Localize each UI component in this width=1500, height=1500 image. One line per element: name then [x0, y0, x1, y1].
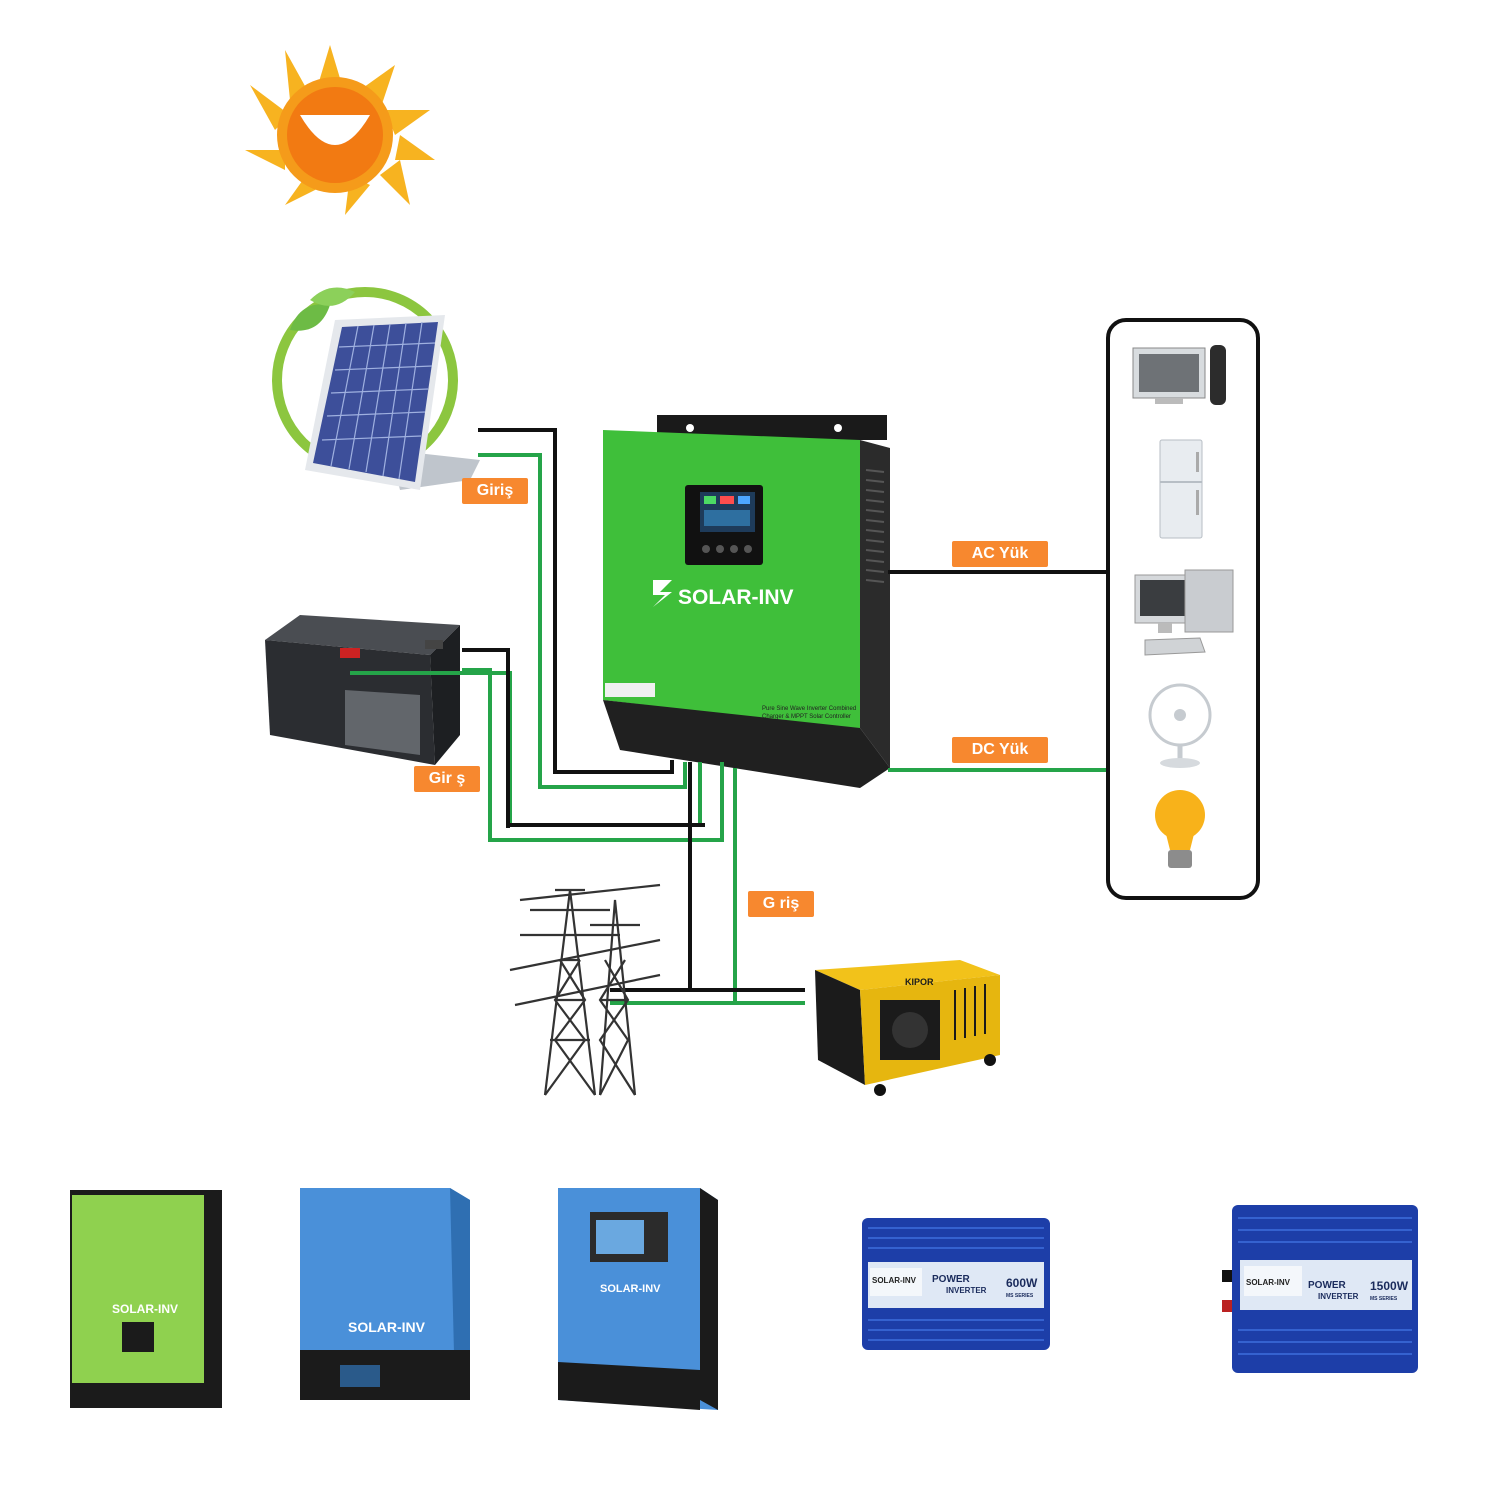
- wiring: [350, 428, 1108, 1005]
- grid-input-label: G riş: [748, 891, 814, 917]
- product-3-logo: SOLAR-INV: [600, 1283, 661, 1295]
- product-4-line1: POWER: [932, 1274, 971, 1285]
- product-4-logo: SOLAR-INV: [872, 1276, 917, 1285]
- fan-icon: [1148, 683, 1212, 768]
- product-blue-inverter-wide: SOLAR-INV: [300, 1188, 470, 1400]
- desktop-computer-icon: [1134, 569, 1234, 656]
- product-4-rating: 600W: [1006, 1276, 1038, 1290]
- battery-icon: [265, 615, 460, 765]
- sun-icon: [245, 45, 435, 215]
- power-pylon-icon: [509, 883, 661, 1096]
- product-5-series: MS SERIES: [1370, 1296, 1398, 1302]
- ac-load-label: AC Yük: [952, 541, 1048, 567]
- product-blue-inverter-lcd: SOLAR-INV: [558, 1188, 718, 1410]
- battery-input-label: Gir ş: [414, 766, 480, 792]
- product-5-logo: SOLAR-INV: [1246, 1278, 1291, 1287]
- product-5-line1: POWER: [1308, 1280, 1347, 1291]
- solar-input-label: Giriş: [462, 478, 528, 504]
- product-power-inverter-1500w: SOLAR-INV POWER INVERTER 1500W MS SERIES: [1222, 1205, 1418, 1373]
- main-inverter-logo: SOLAR-INV: [678, 586, 794, 609]
- light-bulb-icon: [1155, 790, 1205, 868]
- product-4-line2: INVERTER: [946, 1286, 987, 1295]
- product-green-hybrid-inverter: SOLAR-INV: [70, 1190, 222, 1408]
- generator-icon: KIPOR: [815, 960, 1000, 1096]
- product-4-series: MS SERIES: [1006, 1293, 1034, 1299]
- solar-panel-icon: [272, 287, 480, 490]
- product-5-rating: 1500W: [1370, 1279, 1409, 1293]
- product-5-line2: INVERTER: [1318, 1292, 1359, 1301]
- product-2-logo: SOLAR-INV: [348, 1319, 426, 1335]
- tv-icon: [1132, 345, 1226, 405]
- product-1-logo: SOLAR-INV: [112, 1302, 178, 1316]
- inverter-caption-line-2: Charger & MPPT Solar Controller: [762, 714, 851, 720]
- inverter-caption-line-1: Pure Sine Wave Inverter Combined: [762, 706, 856, 712]
- refrigerator-icon: [1159, 439, 1203, 539]
- main-inverter: SOLAR-INV Pure Sine Wave Inverter Combin…: [603, 415, 890, 788]
- generator-brand: KIPOR: [905, 977, 934, 987]
- product-power-inverter-600w: SOLAR-INV POWER INVERTER 600W MS SERIES: [862, 1218, 1050, 1350]
- dc-load-label: DC Yük: [952, 737, 1048, 763]
